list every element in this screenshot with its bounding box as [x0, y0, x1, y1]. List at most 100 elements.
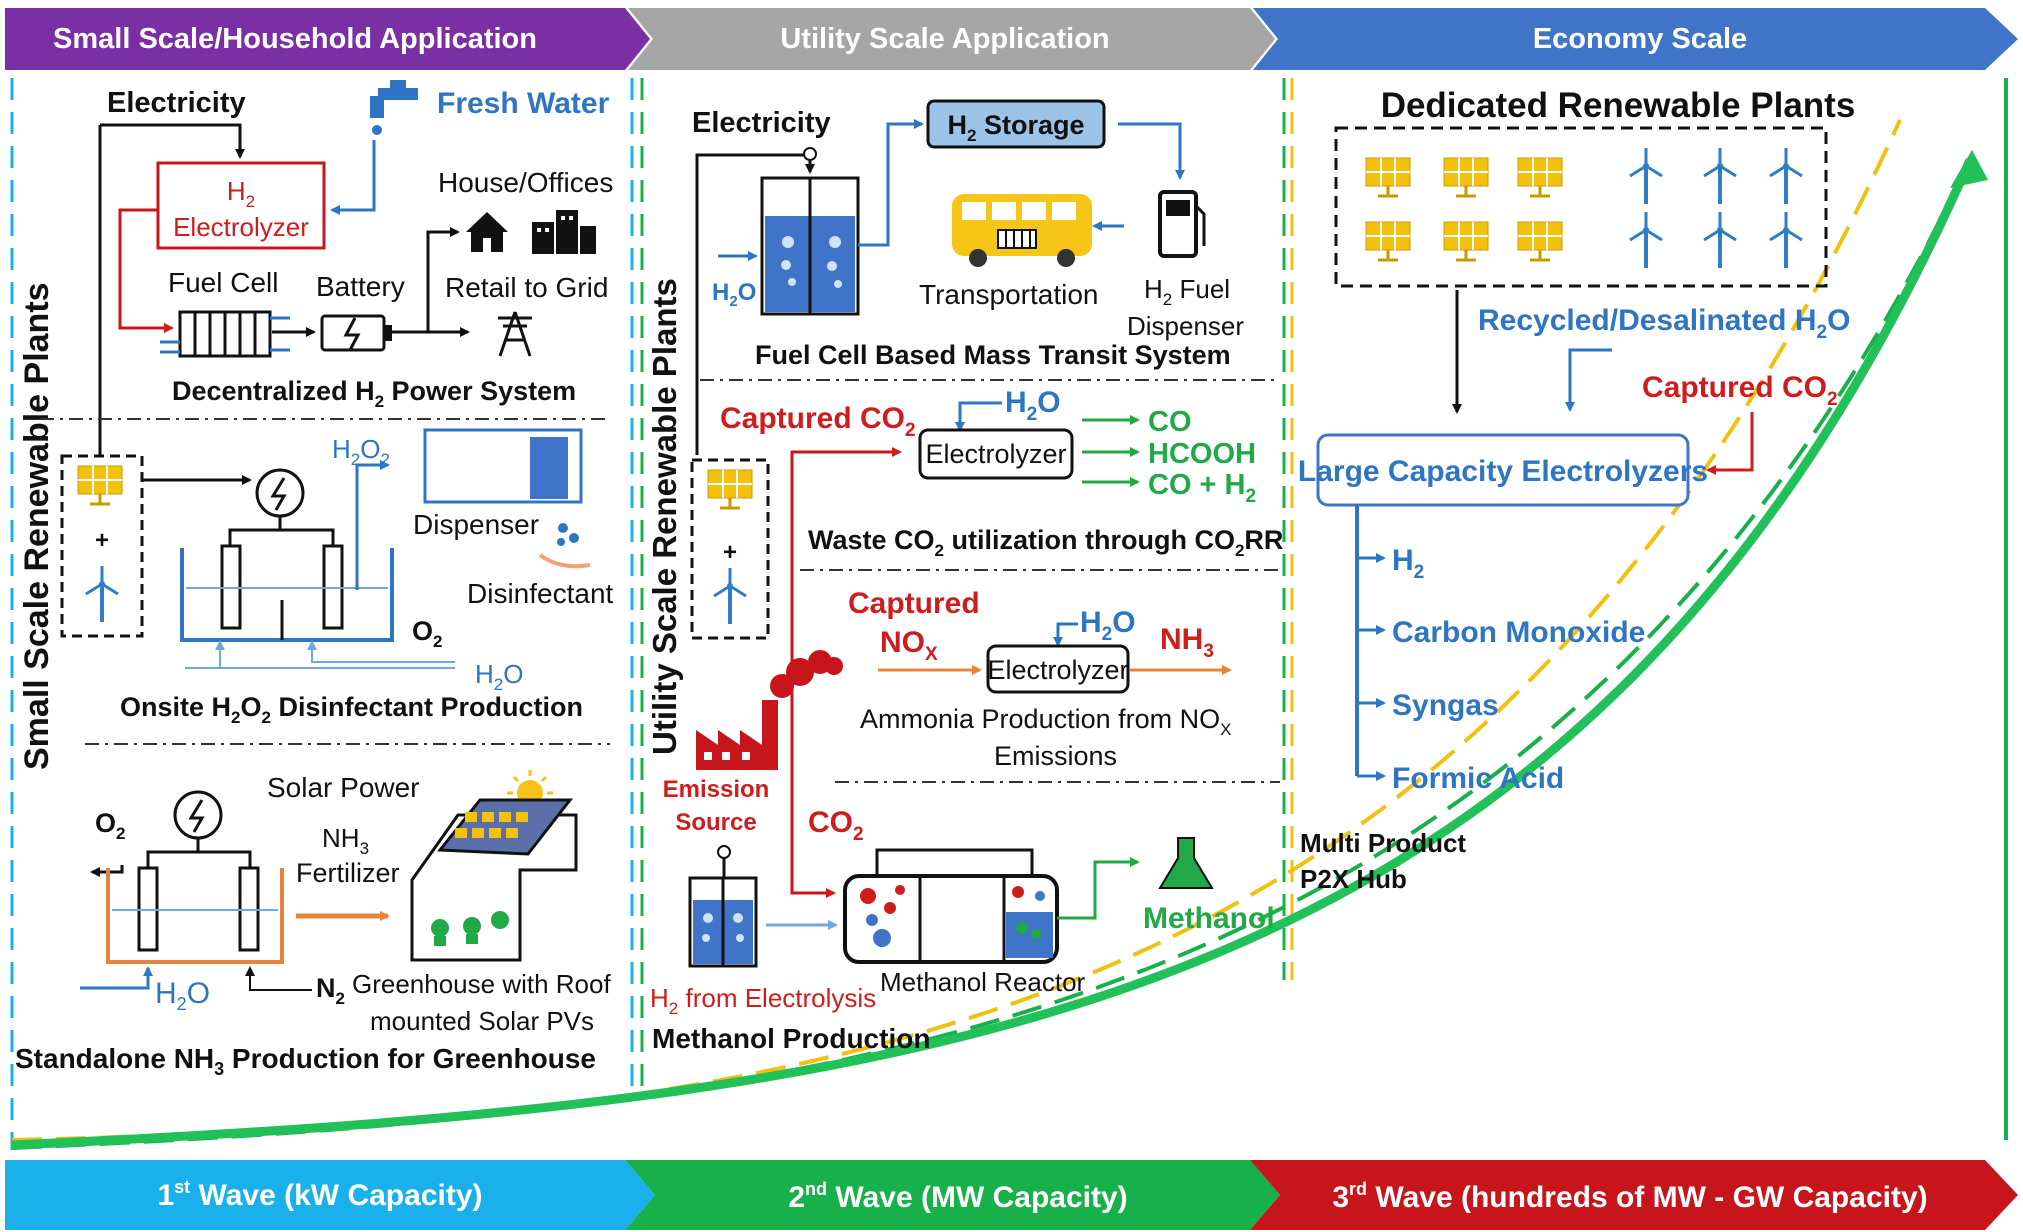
svg-text:NH3: NH3	[322, 823, 369, 858]
solar-panel-icon	[76, 464, 124, 506]
svg-text:+: +	[95, 527, 109, 554]
wave-second-label: 2nd Wave (MW Capacity)	[788, 1179, 1127, 1214]
wind-turbine-icon	[84, 564, 120, 624]
battery-icon	[320, 314, 392, 352]
product-carbon-monoxide-label: Carbon Monoxide	[1392, 616, 1645, 649]
h2-storage-box	[926, 99, 1106, 149]
co2rr-electrolyzer-box	[918, 428, 1074, 480]
fuel-cell-mts-label: Fuel Cell Based Mass Transit System	[755, 340, 1231, 370]
flask-icon	[1158, 837, 1214, 889]
header-economy-label: Economy Scale	[1533, 23, 1747, 55]
emission-label-2: Source	[675, 809, 756, 836]
nox-electrolyzer-box	[986, 644, 1130, 694]
wave-bar: 1st Wave (kW Capacity) 2nd Wave (MW Capa…	[5, 1160, 2018, 1230]
captured-label: Captured	[848, 587, 980, 620]
small-electrolyzer-icon	[688, 876, 758, 968]
header-utility-scale	[628, 8, 1275, 70]
wind-turbine-icon	[1702, 210, 1738, 270]
wave-first	[5, 1160, 655, 1230]
co2rr-electrolyzer-label: Electrolyzer	[925, 439, 1066, 469]
header-utility-label: Utility Scale Application	[780, 23, 1109, 55]
utility-electricity-label: Electricity	[692, 107, 831, 139]
co2-label: CO2	[808, 806, 864, 845]
solar-power-label: Solar Power	[267, 772, 420, 803]
nox-electrolyzer-label: Electrolyzer	[987, 655, 1128, 685]
battery-label: Battery	[316, 271, 405, 302]
wave-third-label: 3rd Wave (hundreds of MW - GW Capacity)	[1332, 1179, 1927, 1214]
house-offices-label: House/Offices	[438, 167, 613, 198]
wind-turbine-icon	[1628, 210, 1664, 270]
small-electricity-label: Electricity	[107, 87, 246, 119]
product-syngas-label: Syngas	[1392, 689, 1499, 722]
wave-third	[1250, 1160, 2018, 1230]
captured-co2-label: Captured CO2	[720, 402, 916, 441]
large-electrolyzers-label: Large Capacity Electrolyzers	[1298, 455, 1708, 488]
panel-borders	[10, 78, 2008, 1150]
small-renewable-box	[60, 454, 144, 638]
fuel-cell-stack-icon	[760, 176, 860, 316]
h2-storage-label: H2 Storage	[948, 110, 1085, 145]
greenhouse-label-2: mounted Solar PVs	[370, 1006, 594, 1036]
wind-turbine-icon	[1768, 146, 1804, 206]
power-source-icon	[255, 468, 305, 518]
large-electrolyzers-box	[1316, 433, 1690, 507]
wind-turbine-icon	[1628, 146, 1664, 206]
fuel-cell-icon	[160, 310, 290, 358]
small-side-label: Small Scale Renewable Plants	[18, 282, 56, 770]
header-economy-scale	[1253, 8, 2018, 70]
fresh-water-label: Fresh Water	[437, 87, 610, 120]
greenhouse-label-1: Greenhouse with Roof	[352, 969, 611, 999]
fuel-cell-label: Fuel Cell	[168, 267, 278, 298]
emission-label-1: Emission	[663, 776, 770, 803]
factory-icon	[696, 650, 843, 770]
solar-panel-icon	[1364, 156, 1412, 198]
recycled-water-label: Recycled/Desalinated H2O	[1478, 304, 1850, 343]
hcooh-product-label: HCOOH	[1148, 438, 1256, 470]
house-icon	[466, 212, 508, 252]
bus-icon	[952, 194, 1092, 267]
h2-electrolysis-label: H2 from Electrolysis	[650, 983, 876, 1018]
svg-text:H2O: H2O	[155, 977, 210, 1014]
svg-text:H2 Fuel: H2 Fuel	[1144, 274, 1230, 309]
solar-panel-icon	[1516, 156, 1564, 198]
office-building-icon	[532, 210, 596, 254]
fuel-pump-icon	[1158, 190, 1206, 258]
captured-nox-label: NOX	[880, 626, 938, 665]
h2-fuel-dispenser-label: Dispenser	[1127, 311, 1244, 341]
co-product-label: CO	[1148, 406, 1192, 438]
nh3-product-label: NH3	[1160, 623, 1214, 662]
p2x-hub-label-1: Multi Product	[1300, 828, 1466, 858]
wind-turbine-icon	[712, 566, 748, 626]
decentralized-label: Decentralized H2 Power System	[172, 376, 576, 411]
methanol-reactor-icon	[843, 874, 1059, 964]
dedicated-plants-label: Dedicated Renewable Plants	[1381, 86, 1856, 125]
solar-panel-icon	[1442, 156, 1490, 198]
header-small-scale	[5, 8, 650, 70]
svg-text:H2O: H2O	[712, 279, 756, 310]
transportation-label: Transportation	[919, 279, 1099, 310]
product-formic-acid-label: Formic Acid	[1392, 762, 1564, 795]
svg-text:N2: N2	[316, 973, 345, 1008]
utility-side-label: Utility Scale Renewable Plants	[646, 278, 683, 755]
svg-text:O2: O2	[412, 616, 442, 651]
header-bar: Small Scale/Household Application Utilit…	[5, 8, 2018, 70]
tap-icon	[370, 80, 418, 135]
ammonia-label-1: Ammonia Production from NOX	[860, 704, 1231, 739]
svg-text:O2: O2	[95, 808, 125, 843]
droplets-icon	[538, 523, 591, 569]
greenhouse-icon	[410, 798, 578, 962]
utility-renewable-box	[690, 458, 770, 640]
wind-turbine-icon	[1702, 146, 1738, 206]
retail-grid-label: Retail to Grid	[445, 272, 608, 303]
methanol-production-label: Methanol Production	[652, 1023, 930, 1054]
economy-captured-co2-label: Captured CO2	[1642, 371, 1838, 410]
waste-co2-label: Waste CO2 utilization through CO2RR	[808, 525, 1283, 560]
methanol-label: Methanol	[1143, 902, 1275, 935]
disinfectant-label: Disinfectant	[467, 578, 614, 609]
ammonia-label-2: Emissions	[994, 741, 1117, 771]
small-scale-panel: Small Scale Renewable Plants Electricity…	[15, 80, 614, 1079]
onsite-label: Onsite H2O2 Disinfectant Production	[120, 692, 583, 727]
wave-second	[625, 1160, 1280, 1230]
